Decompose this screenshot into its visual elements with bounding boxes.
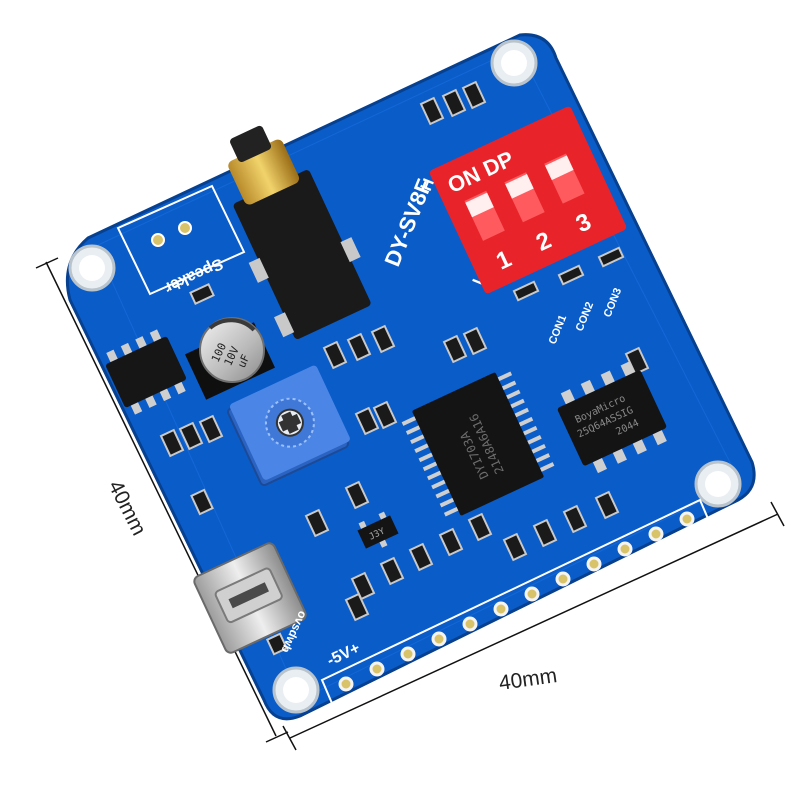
capacitor: 100 10V uF xyxy=(184,317,276,400)
dip-switch: ON DP 1 2 3 xyxy=(429,106,627,294)
pin-header-outline xyxy=(320,498,714,710)
mounting-hole-top-right xyxy=(490,39,538,87)
header-pins xyxy=(338,511,695,692)
decoder-chip: DY1703A 2148A6A16 xyxy=(401,371,555,517)
flash-chip: BoyaMicro 25Q64ASSIG 2044 xyxy=(557,361,667,474)
capacitor-label-3: uF xyxy=(235,352,252,370)
smd-components xyxy=(159,80,650,656)
mounting-hole-bottom-left xyxy=(272,666,320,714)
transistor: J3Y xyxy=(357,511,399,549)
mounting-hole-bottom-right xyxy=(694,460,742,508)
micro-usb-port xyxy=(193,542,307,654)
mounting-hole-top-left xyxy=(68,244,116,292)
potentiometer xyxy=(227,365,350,487)
amplifier-chip xyxy=(106,329,186,415)
width-label: 40mm xyxy=(497,664,558,695)
height-label: 40mm xyxy=(104,477,151,539)
audio-jack xyxy=(228,125,371,339)
